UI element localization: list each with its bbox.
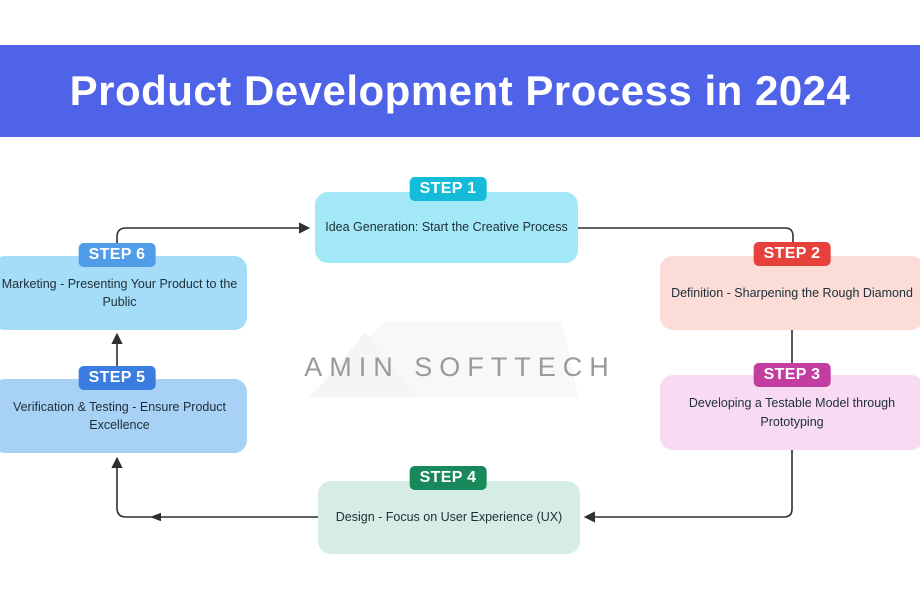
- connector-step3-to-step4: [583, 450, 793, 523]
- step-4-badge: STEP 4: [409, 466, 487, 490]
- watermark-text: AMIN SOFTTECH: [304, 352, 616, 382]
- step-4-box: Design - Focus on User Experience (UX): [318, 481, 580, 554]
- step-6-label: Marketing - Presenting Your Product to t…: [1, 276, 238, 309]
- step-5-label: Verification & Testing - Ensure Product …: [12, 399, 227, 432]
- step-5-badge: STEP 5: [78, 366, 156, 390]
- connector-step6-to-step1: [116, 222, 311, 243]
- step-2-badge: STEP 2: [753, 242, 831, 266]
- page-title: Product Development Process in 2024: [69, 67, 851, 114]
- watermark-logo-shape: [308, 321, 578, 397]
- mid-arrowhead-step4-to-step5: [150, 512, 161, 522]
- step-4-label: Design - Focus on User Experience (UX): [335, 510, 563, 525]
- connector-step1-to-step2: [578, 227, 794, 250]
- step-3-badge: STEP 3: [753, 363, 831, 387]
- connector-step4-to-step5: [111, 456, 318, 518]
- title-banner: Product Development Process in 2024: [0, 45, 920, 137]
- step-2-label: Definition - Sharpening the Rough Diamon…: [671, 285, 913, 300]
- step-6-box: Marketing - Presenting Your Product to t…: [0, 256, 247, 330]
- step-3-label: Developing a Testable Model through Prot…: [688, 396, 896, 429]
- step-1-box: Idea Generation: Start the Creative Proc…: [315, 192, 578, 263]
- step-3-box: Developing a Testable Model through Prot…: [660, 375, 920, 450]
- step-2-box: Definition - Sharpening the Rough Diamon…: [660, 256, 920, 330]
- step-1-badge: STEP 1: [409, 177, 487, 201]
- step-5-box: Verification & Testing - Ensure Product …: [0, 379, 247, 453]
- step-6-badge: STEP 6: [78, 243, 156, 267]
- step-1-label: Idea Generation: Start the Creative Proc…: [325, 220, 568, 235]
